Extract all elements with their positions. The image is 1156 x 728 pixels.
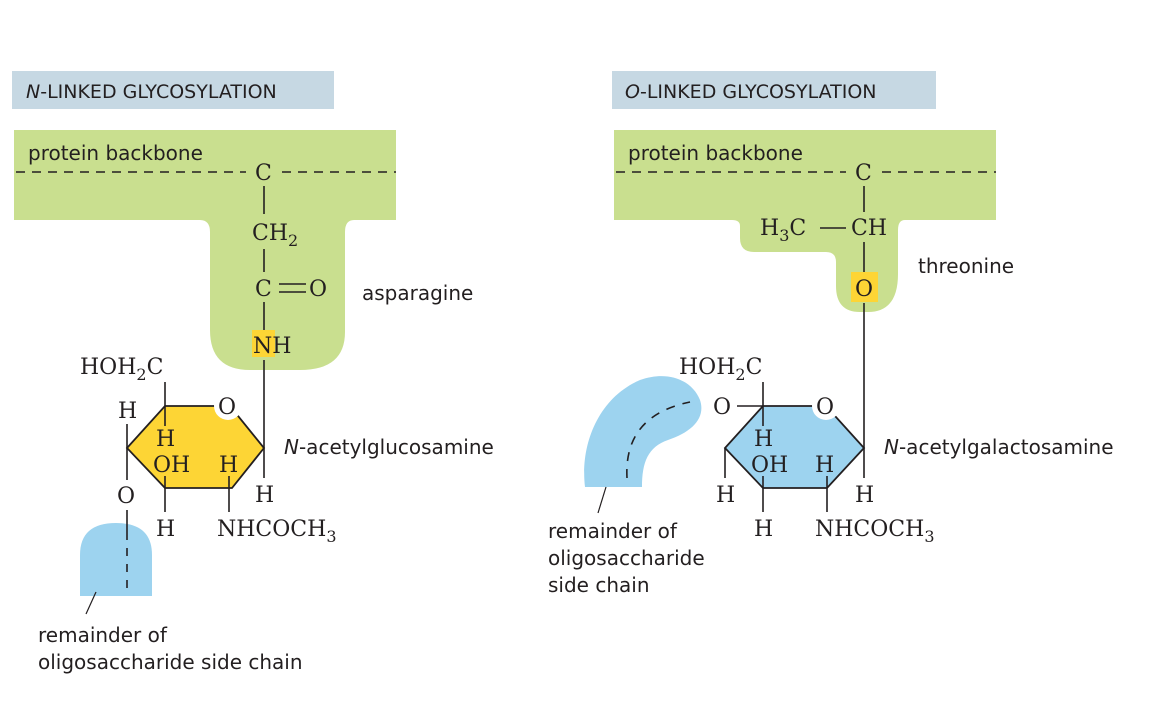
n-chain-label-line1: remainder of [38, 623, 168, 647]
n-sugar-label: N-acetylglucosamine [284, 435, 494, 459]
o-nhcoch3: NHCOCH3 [815, 517, 935, 546]
n-protein-backbone-shape [14, 130, 396, 370]
n-linked-title-box [12, 71, 334, 109]
o-h-2: H [815, 453, 834, 478]
o-oh: OH [751, 453, 788, 478]
o-c-top: C [855, 161, 872, 186]
o-h-1: H [754, 427, 773, 452]
n-h-2: H [156, 427, 175, 452]
o-linked-panel: O-LINKED GLYCOSYLATION protein backbone … [548, 71, 1114, 597]
o-h-3: H [716, 483, 735, 508]
n-oh: OH [153, 453, 190, 478]
n-linked-title: N-LINKED GLYCOSYLATION [26, 81, 277, 103]
n-c-top: C [255, 161, 272, 186]
n-amino-acid-label: asparagine [362, 281, 473, 305]
o-ring-o: O [816, 395, 834, 420]
o-chain-label-line3: side chain [548, 573, 650, 597]
o-protein-backbone-shape [614, 130, 996, 312]
o-linked-title-box [612, 71, 936, 109]
o-chain-pointer [597, 486, 607, 514]
o-ch: CH [851, 216, 887, 241]
n-carbonyl-o: O [309, 277, 327, 302]
o-chain-label-line2: oligosaccharide [548, 546, 705, 570]
o-o-link: O [713, 395, 731, 420]
o-ring-o-gap [812, 392, 840, 420]
n-acetylgalactosamine-ring [723, 405, 866, 489]
n-ring-o: O [218, 395, 236, 420]
o-h-4: H [754, 517, 773, 542]
o-amino-acid-label: threonine [918, 254, 1014, 278]
o-h-5: H [855, 483, 874, 508]
n-ch2: CH2 [252, 221, 298, 250]
o-o-high: O [855, 277, 873, 302]
o-chain-label-line1: remainder of [548, 519, 678, 543]
o-backbone-label: protein backbone [628, 141, 803, 165]
n-h-5: H [255, 483, 274, 508]
n-h-3: H [219, 453, 238, 478]
o-sugar-label: N-acetylgalactosamine [884, 435, 1114, 459]
n-nh: NH [253, 334, 291, 359]
o-side-chain-blob [584, 376, 702, 487]
n-side-chain-blob [80, 523, 152, 596]
n-acetylglucosamine-ring [125, 405, 266, 489]
o-o-highlight [851, 272, 878, 302]
n-h-4: H [156, 517, 175, 542]
n-backbone-label: protein backbone [28, 141, 203, 165]
n-chain-pointer [85, 591, 97, 615]
n-ring-o-gap [214, 392, 242, 420]
n-c-carbonyl: C [255, 277, 272, 302]
n-nhcoch3: NHCOCH3 [217, 517, 337, 546]
o-hoh2c: HOH2C [679, 355, 762, 384]
n-linked-panel: N-LINKED GLYCOSYLATION protein backbone … [12, 71, 494, 674]
n-nh-highlight [252, 330, 275, 357]
o-h3c: H3C [760, 216, 806, 245]
n-hoh2c: HOH2C [80, 355, 163, 384]
o-linked-title: O-LINKED GLYCOSYLATION [625, 81, 877, 103]
o-chain-dashed-line [626, 401, 691, 479]
n-o-link: O [117, 484, 135, 509]
n-chain-label-line2: oligosaccharide side chain [38, 650, 303, 674]
n-h-1: H [118, 399, 137, 424]
